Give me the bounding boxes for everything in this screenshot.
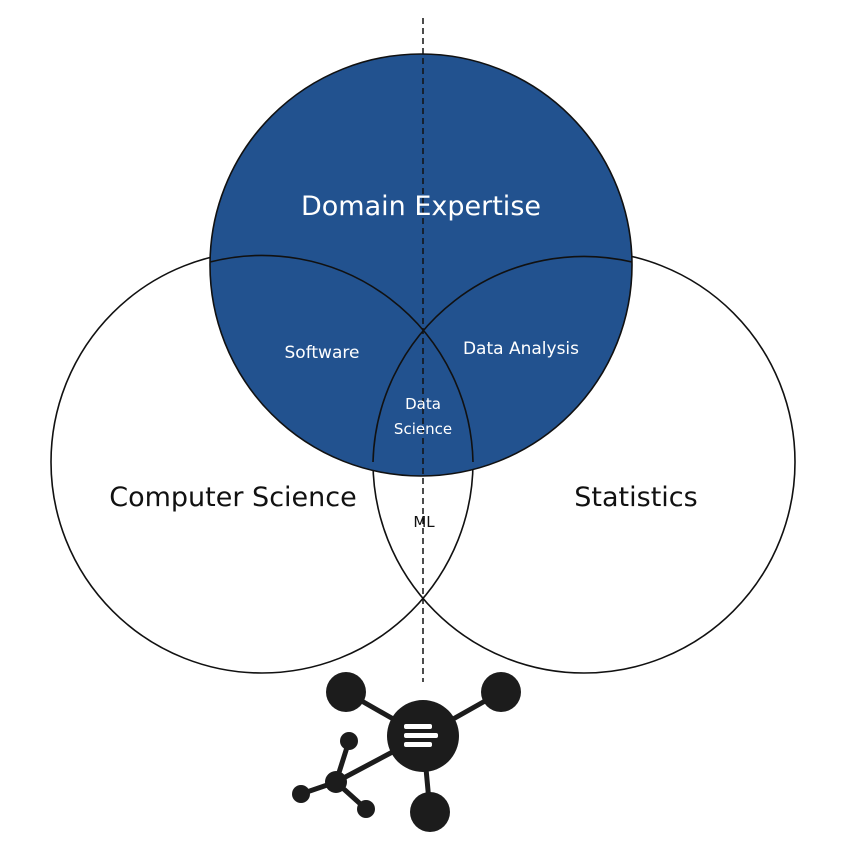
label-data-science-line2: Science [394,420,452,438]
label-software: Software [285,343,360,363]
network-hub-icon [292,672,521,832]
label-statistics: Statistics [574,482,697,513]
label-domain-expertise: Domain Expertise [301,191,541,222]
label-computer-science: Computer Science [109,482,356,513]
statistics-arc-overlay [372,255,633,463]
domain-expertise-circle [209,53,633,477]
computer-science-arc-overlay [209,254,474,463]
label-data-science-line1: Data [405,395,441,413]
label-ml: ML [413,513,435,531]
label-data-analysis: Data Analysis [463,339,579,359]
